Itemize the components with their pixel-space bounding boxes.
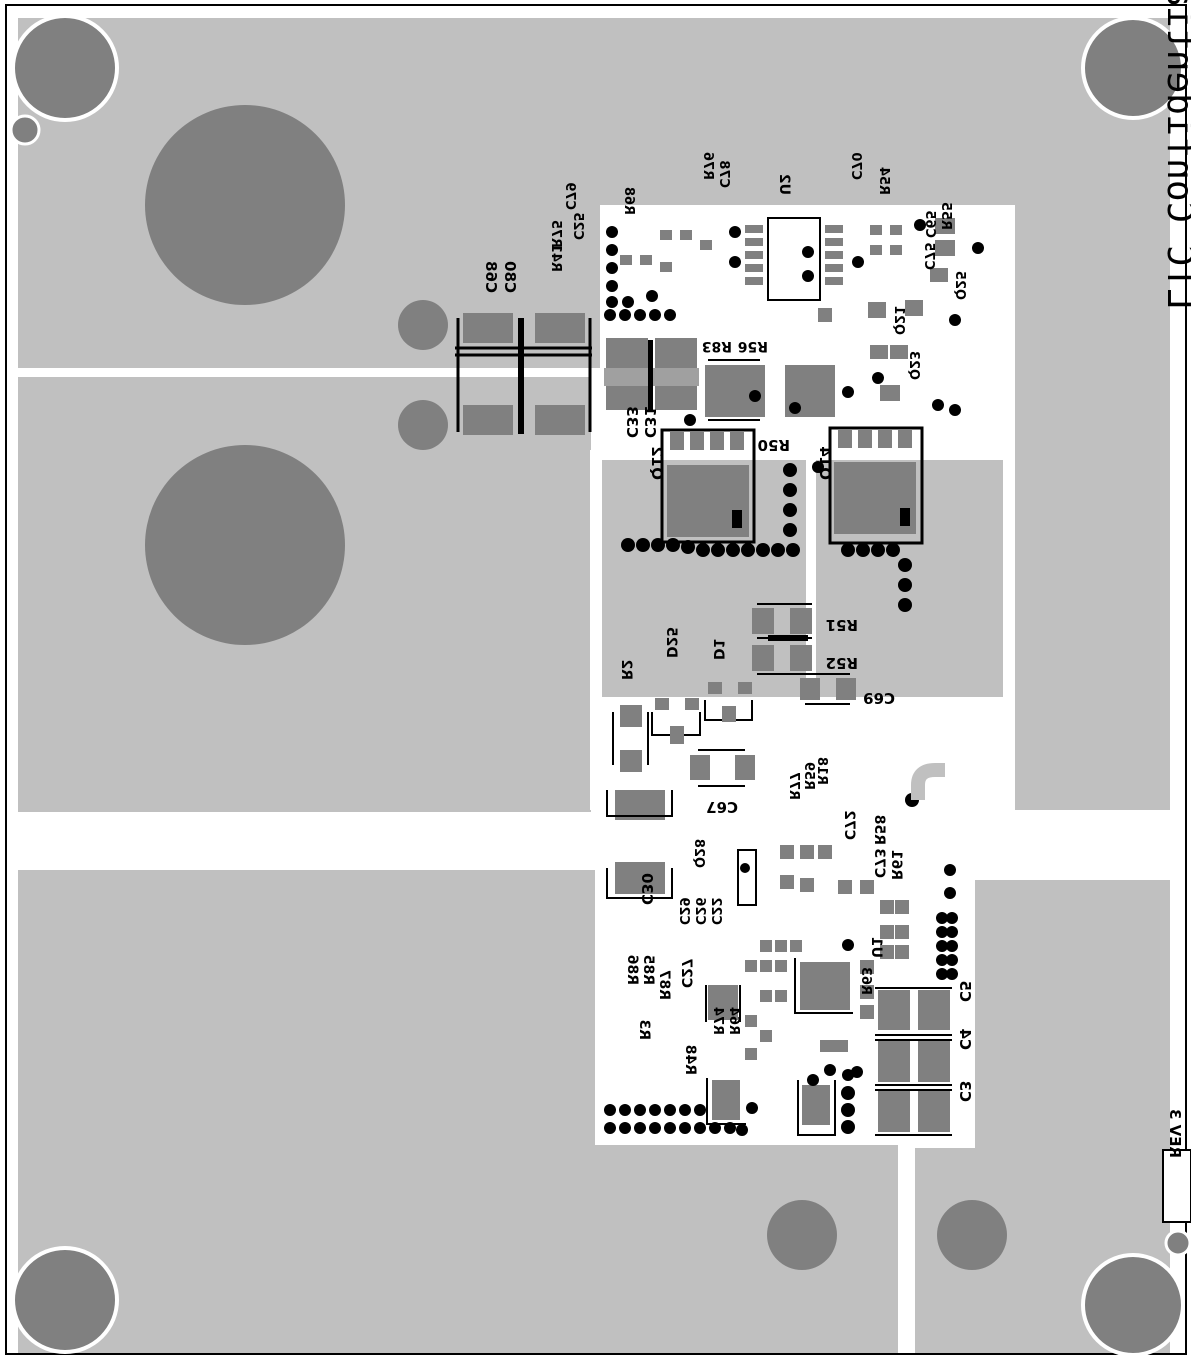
label-c68: C68 <box>482 261 500 293</box>
label-d1: D1 <box>710 639 726 660</box>
label-c27: C27 <box>678 958 694 988</box>
label-c29: C29 <box>676 897 691 925</box>
mosfet-q12 <box>660 428 756 544</box>
revision-label: REV 3 <box>1166 1109 1184 1158</box>
label-r52: R52 <box>826 654 858 672</box>
label-r87: R87 <box>656 970 672 1000</box>
label-r86: R86 <box>624 955 640 985</box>
label-r64: R64 <box>726 1007 741 1035</box>
label-r54: R54 <box>876 167 891 195</box>
label-q14: Q14 <box>816 446 834 480</box>
terminal-pad-upper <box>145 105 345 305</box>
label-c22: C22 <box>708 897 723 925</box>
label-c69: C69 <box>863 689 895 707</box>
capacitor-c30 <box>606 790 673 899</box>
label-c26: C26 <box>692 897 707 925</box>
revision-box <box>1162 1149 1191 1223</box>
capacitor-c5 <box>875 987 952 1036</box>
label-r58: R58 <box>871 815 887 845</box>
label-d25: D25 <box>663 627 679 658</box>
capacitor-c3 <box>875 1089 952 1136</box>
silkscreen-labels: C68 C80 C33 C31 R50 R83 R56 Q12 Q14 R51 … <box>482 152 974 1102</box>
label-q25: Q25 <box>952 271 967 300</box>
label-r51: R51 <box>826 616 858 634</box>
label-r56: R56 <box>738 338 768 354</box>
board-outline <box>5 4 1187 1355</box>
label-c70: C70 <box>848 152 863 180</box>
label-u2: U2 <box>776 174 792 195</box>
terminal-pad-middle <box>145 445 345 645</box>
mounting-hole-top-left-small <box>9 114 41 146</box>
label-r74: R74 <box>710 1007 725 1035</box>
terminal-pads <box>145 105 1007 1270</box>
u2-region-pads <box>620 217 955 401</box>
capacitor-c68-c80 <box>455 313 592 435</box>
label-c72: C72 <box>841 810 857 840</box>
label-c80: C80 <box>501 261 519 293</box>
label-q28: Q28 <box>691 839 706 868</box>
label-r77: R77 <box>786 772 801 800</box>
capacitor-c67 <box>690 749 755 787</box>
label-q23: Q23 <box>906 351 921 380</box>
mounting-hole-top-right <box>1081 16 1185 120</box>
label-c79: C79 <box>562 182 577 210</box>
label-c33: C33 <box>623 406 641 438</box>
label-r50: R50 <box>758 436 790 454</box>
label-r68: R68 <box>621 187 636 215</box>
mounting-hole-bottom-right-small <box>1164 1229 1191 1257</box>
u2-region-vias <box>606 219 984 473</box>
label-c31: C31 <box>641 406 659 438</box>
label-r3: R3 <box>636 1019 652 1040</box>
label-c78: C78 <box>716 160 731 188</box>
mounting-hole-bottom-right <box>1081 1253 1185 1357</box>
label-c4: C4 <box>956 1029 974 1050</box>
label-c75: C75 <box>921 242 936 270</box>
resistor-r51-r52 <box>752 603 812 675</box>
label-r76: R76 <box>700 152 715 180</box>
label-r41: R41 <box>548 244 563 272</box>
label-r63: R63 <box>858 967 873 995</box>
turret-pad-3 <box>767 1200 837 1270</box>
label-c30: C30 <box>638 873 656 905</box>
label-q21: Q21 <box>891 306 906 335</box>
u1-vias <box>740 863 863 1114</box>
mounting-holes <box>9 14 1191 1357</box>
turret-pad-4 <box>937 1200 1007 1270</box>
diodes-d1-d25 <box>651 682 753 744</box>
label-c25: C25 <box>570 212 585 240</box>
label-r85: R85 <box>640 955 656 985</box>
capacitor-c69 <box>800 673 856 705</box>
label-r55: R55 <box>938 202 953 230</box>
label-c73: C73 <box>871 848 887 878</box>
label-r18: R18 <box>814 757 829 785</box>
capacitor-c33-c31 <box>604 338 699 412</box>
resistor-r2 <box>612 705 649 772</box>
label-r2: R2 <box>618 659 634 680</box>
via-clusters <box>604 309 958 1136</box>
label-r59: R59 <box>801 762 816 790</box>
turret-pad-1 <box>398 300 448 350</box>
label-c65: C65 <box>922 210 937 238</box>
mounting-hole-top-left <box>11 14 119 122</box>
mounting-hole-bottom-left <box>11 1246 119 1354</box>
label-u1: U1 <box>868 937 884 958</box>
label-c67: C67 <box>706 798 738 816</box>
u1-region <box>705 849 853 1136</box>
mosfet-q14 <box>828 426 924 545</box>
trace-to-c67 <box>911 763 945 800</box>
confidential-banner: LTC Confidential - For Customer Use Only <box>1159 0 1191 310</box>
label-q12: Q12 <box>648 446 666 480</box>
turret-pad-2 <box>398 400 448 450</box>
label-r48: R48 <box>682 1045 698 1075</box>
label-r61: R61 <box>888 850 904 880</box>
label-r75: R75 <box>548 220 563 248</box>
label-r83: R83 <box>702 338 732 354</box>
capacitor-c4 <box>875 1039 952 1086</box>
u1-small-pads <box>745 845 909 1060</box>
label-c3: C3 <box>956 1081 974 1102</box>
label-c5: C5 <box>956 981 974 1002</box>
